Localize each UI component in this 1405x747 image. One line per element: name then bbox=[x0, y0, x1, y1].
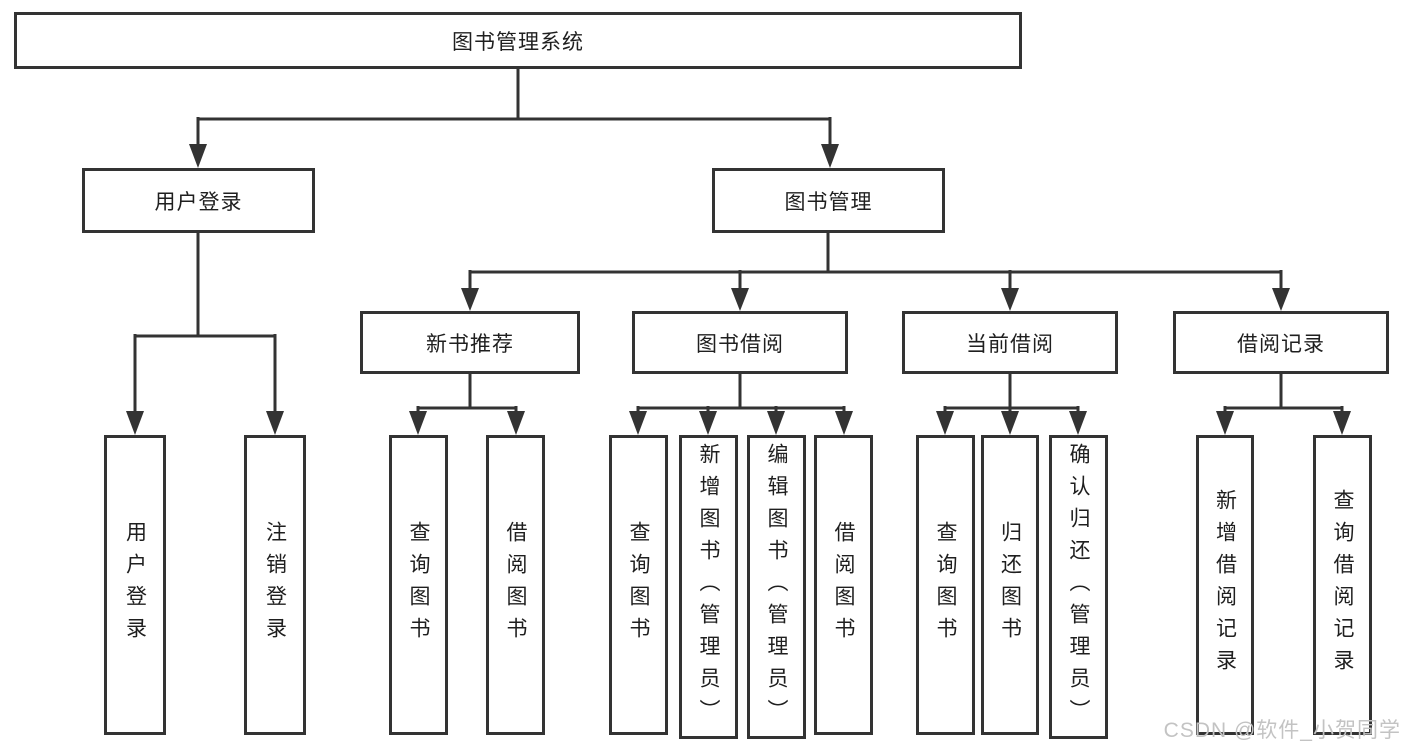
node-borrow-records-label: 借阅记录 bbox=[1237, 332, 1325, 356]
leaf-current-query-book-label: 查询图书 bbox=[934, 521, 957, 649]
leaf-logout: 注销登录 bbox=[244, 435, 306, 735]
leaf-query-borrow-record-label: 查询借阅记录 bbox=[1331, 489, 1354, 681]
leaf-borrow-query-book: 查询图书 bbox=[609, 435, 668, 735]
leaf-query-borrow-record: 查询借阅记录 bbox=[1313, 435, 1372, 735]
node-current-borrow-label: 当前借阅 bbox=[966, 332, 1054, 356]
leaf-borrow-book: 借阅图书 bbox=[814, 435, 873, 735]
leaf-recommend-borrow-book: 借阅图书 bbox=[486, 435, 545, 735]
leaf-recommend-query-book-label: 查询图书 bbox=[407, 521, 430, 649]
leaf-recommend-borrow-book-label: 借阅图书 bbox=[504, 521, 527, 649]
leaf-user-login-label: 用户登录 bbox=[123, 521, 147, 649]
node-new-book-recommend-label: 新书推荐 bbox=[426, 332, 514, 356]
leaf-user-login: 用户登录 bbox=[104, 435, 166, 735]
node-book-management-label: 图书管理 bbox=[784, 190, 873, 214]
leaf-return-book: 归还图书 bbox=[981, 435, 1039, 735]
leaf-add-borrow-record-label: 新增借阅记录 bbox=[1213, 489, 1237, 681]
leaf-add-book-admin: 新增图书（管理员） bbox=[679, 435, 738, 739]
leaf-recommend-query-book: 查询图书 bbox=[389, 435, 448, 735]
leaf-confirm-return-admin-label: 确认归还（管理员） bbox=[1067, 443, 1090, 731]
node-borrow-records: 借阅记录 bbox=[1173, 311, 1389, 374]
leaf-current-query-book: 查询图书 bbox=[916, 435, 975, 735]
leaf-add-borrow-record: 新增借阅记录 bbox=[1196, 435, 1254, 735]
leaf-borrow-book-label: 借阅图书 bbox=[832, 521, 855, 649]
node-book-management: 图书管理 bbox=[712, 168, 945, 233]
node-current-borrow: 当前借阅 bbox=[902, 311, 1118, 374]
node-root-label: 图书管理系统 bbox=[452, 30, 584, 54]
node-book-borrow: 图书借阅 bbox=[632, 311, 848, 374]
leaf-add-book-admin-label: 新增图书（管理员） bbox=[697, 443, 720, 731]
leaf-edit-book-admin: 编辑图书（管理员） bbox=[747, 435, 806, 739]
leaf-return-book-label: 归还图书 bbox=[998, 521, 1022, 649]
node-root: 图书管理系统 bbox=[14, 12, 1022, 69]
node-new-book-recommend: 新书推荐 bbox=[360, 311, 580, 374]
node-user-login: 用户登录 bbox=[82, 168, 315, 233]
watermark: CSDN @软件_小贺同学 bbox=[1163, 719, 1401, 742]
leaf-confirm-return-admin: 确认归还（管理员） bbox=[1049, 435, 1108, 739]
leaf-logout-label: 注销登录 bbox=[263, 521, 287, 649]
leaf-borrow-query-book-label: 查询图书 bbox=[627, 521, 650, 649]
leaf-edit-book-admin-label: 编辑图书（管理员） bbox=[765, 443, 788, 731]
node-user-login-label: 用户登录 bbox=[154, 190, 243, 214]
node-book-borrow-label: 图书借阅 bbox=[696, 332, 784, 356]
